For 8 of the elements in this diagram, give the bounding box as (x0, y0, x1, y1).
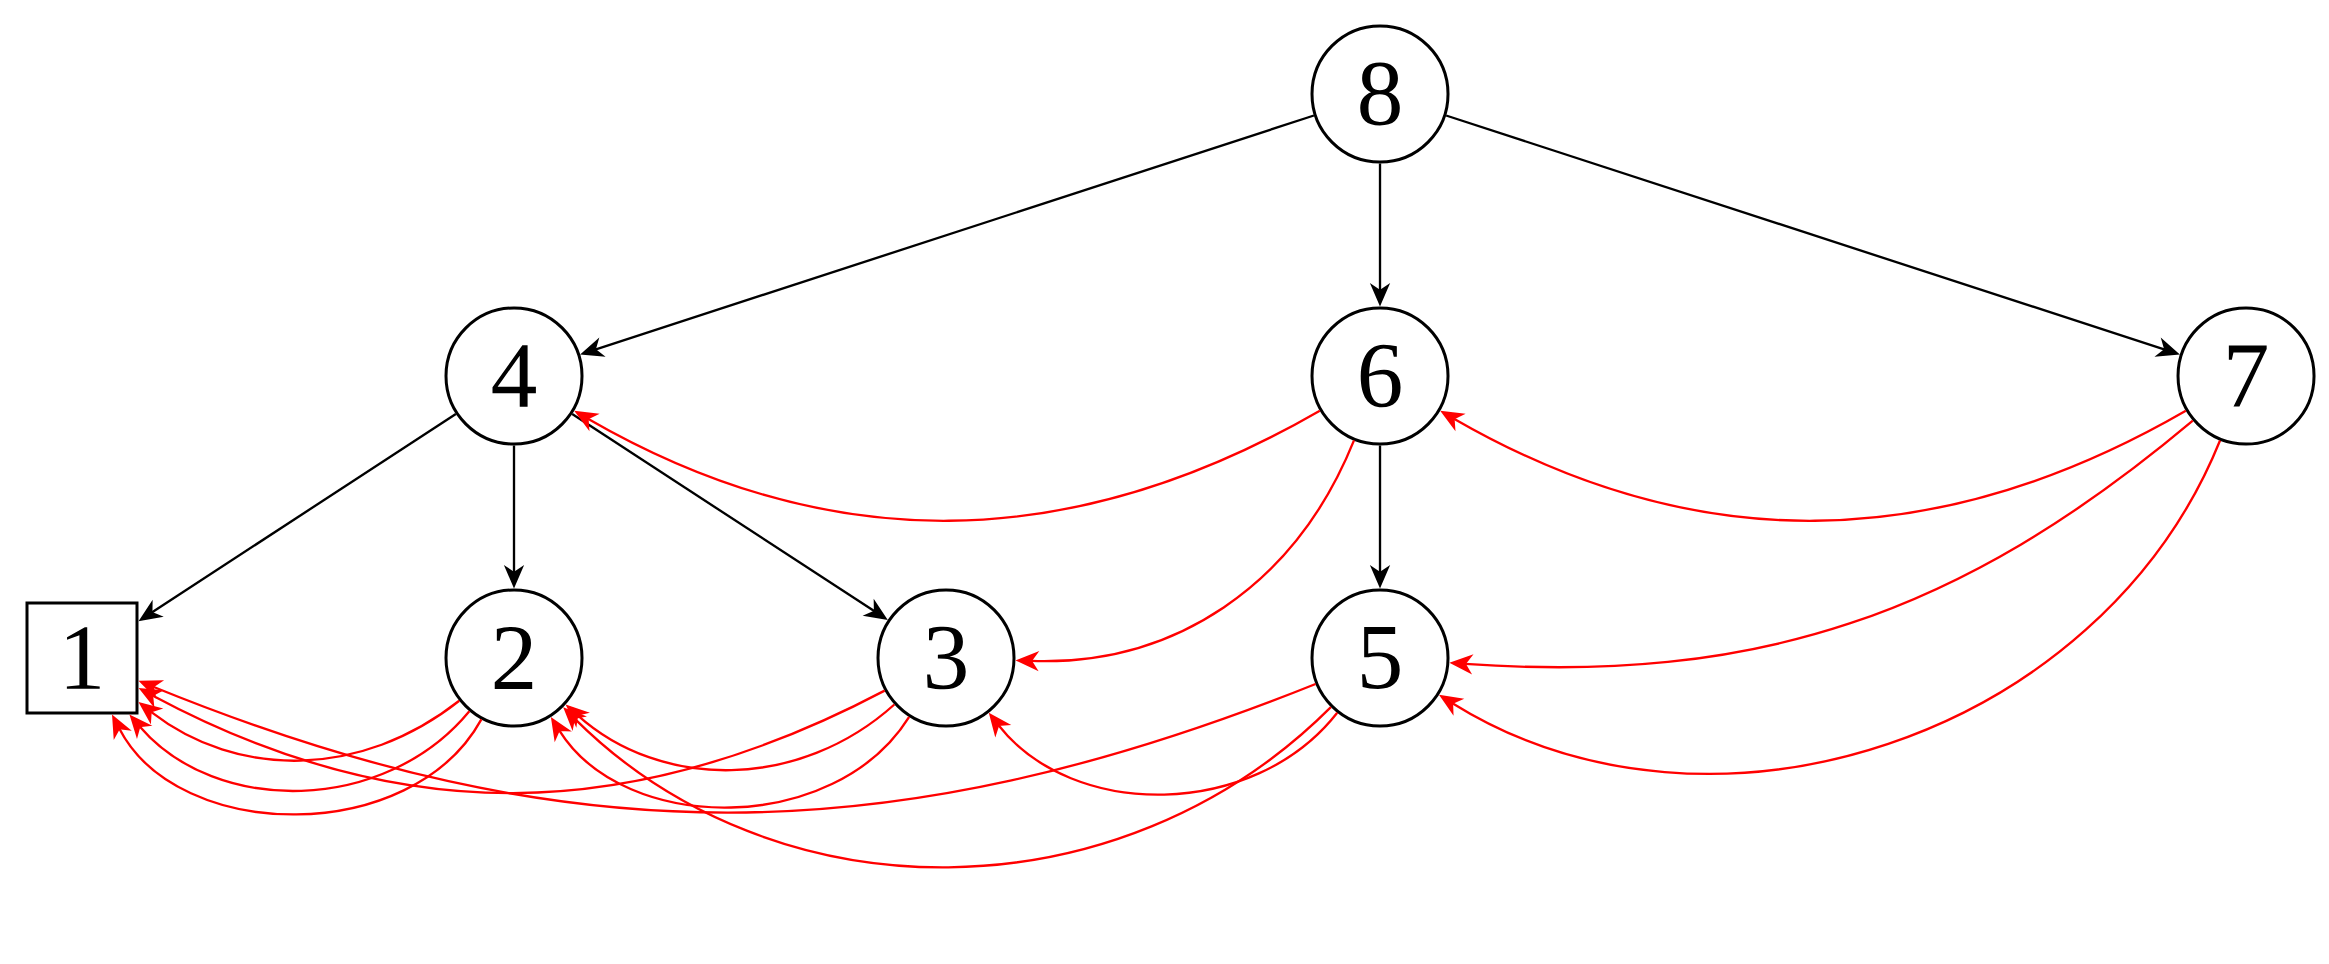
circle-node: 5 (1310, 588, 1450, 728)
circle-node: 8 (1310, 24, 1450, 164)
circle-node: 7 (2176, 306, 2316, 446)
square-node: 1 (25, 601, 139, 715)
circle-node: 2 (444, 588, 584, 728)
circle-node: 6 (1310, 306, 1450, 446)
circle-node: 3 (876, 588, 1016, 728)
circle-node: 4 (444, 306, 584, 446)
